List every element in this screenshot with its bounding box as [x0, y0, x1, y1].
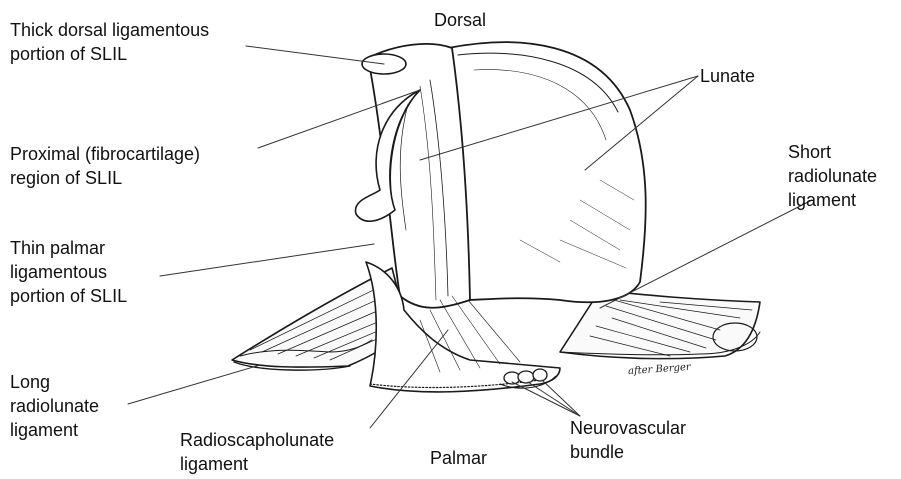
long-radiolunate-label: Long radiolunate ligament — [10, 370, 99, 442]
proximal-slil-label: Proximal (fibrocartilage) region of SLIL — [10, 142, 200, 190]
short-radiolunate-label: Short radiolunate ligament — [788, 140, 877, 212]
palmar-label: Palmar — [430, 446, 487, 470]
thick-dorsal-slil-label: Thick dorsal ligamentous portion of SLIL — [10, 18, 209, 66]
lunate-label: Lunate — [700, 64, 755, 88]
neurovascular-bundle-label: Neurovascular bundle — [570, 416, 686, 464]
radioscapholunate-label: Radioscapholunate ligament — [180, 428, 334, 476]
lunate-body-drawing — [448, 42, 646, 302]
dorsal-label: Dorsal — [434, 8, 486, 32]
thin-palmar-slil-label: Thin palmar ligamentous portion of SLIL — [10, 236, 127, 308]
